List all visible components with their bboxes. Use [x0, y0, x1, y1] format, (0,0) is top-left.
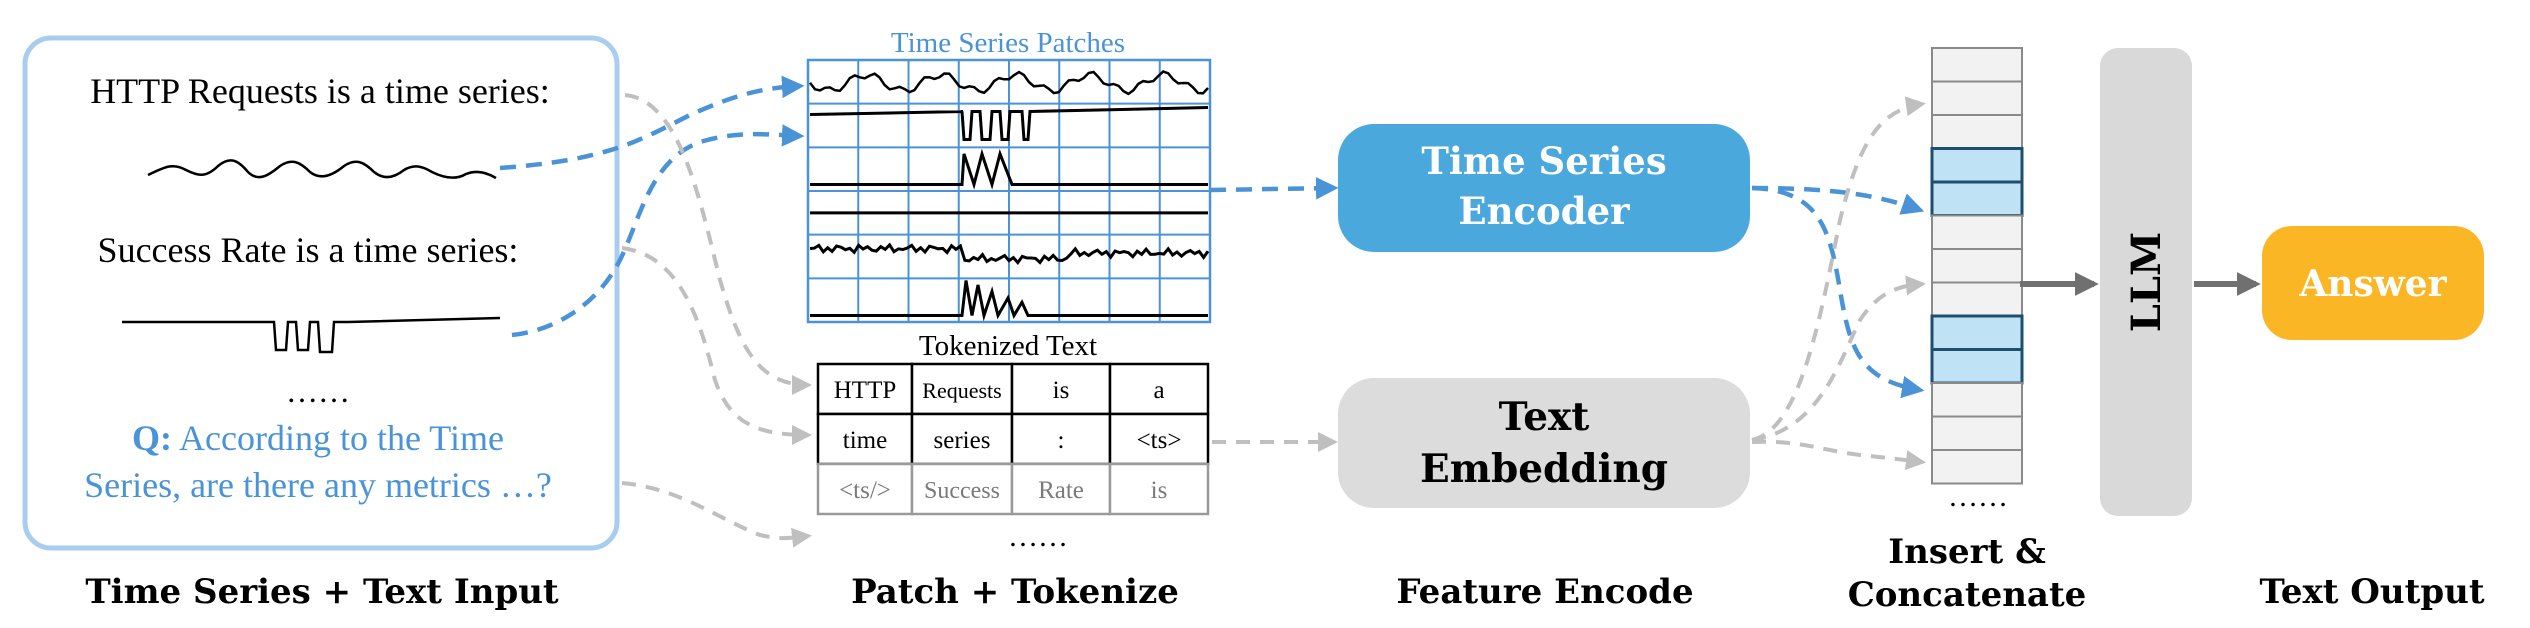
llm-label: LLM	[2123, 232, 2170, 333]
patch-trace-row-3	[810, 148, 1208, 190]
arrow-encoder-to-stack-1	[1751, 185, 1925, 215]
patch-grid	[806, 58, 1212, 324]
patch-trace-row-1	[809, 70, 1209, 96]
arrow-embedding-to-stack-2	[1751, 275, 1926, 442]
token-grid: HTTP Requests is a time series: <ts> <ts/> Succe…	[816, 362, 1210, 516]
patch-trace-row-6	[810, 280, 1208, 322]
token-text: Success	[924, 478, 1000, 504]
stack-cell-text	[1931, 281, 2023, 317]
token-text: <ts/>	[839, 477, 891, 504]
tokens-ellipsis: ……	[1008, 520, 1068, 553]
stage-label-concat-1: Insert &	[1888, 532, 2046, 572]
token-text: is	[1151, 477, 1168, 504]
stage-label-encode: Feature Encode	[1396, 572, 1693, 612]
embedding-stack	[1930, 47, 2024, 485]
input-ellipsis: ……	[286, 373, 350, 409]
ts-encoder-line1: Time Series	[1421, 139, 1666, 183]
token-text: Rate	[1038, 477, 1084, 504]
ts-encoder-line2: Encoder	[1458, 189, 1630, 233]
token-cell	[1108, 462, 1210, 516]
text-embedding-box	[1338, 378, 1750, 508]
answer-label: Answer	[2298, 263, 2447, 305]
question-line-2: Series, are there any metrics …?	[84, 465, 552, 505]
stack-cell-timeseries	[1930, 348, 2024, 385]
arrow-patches-to-encoder	[1209, 177, 1339, 200]
stage-label-output: Text Output	[2259, 572, 2484, 612]
arrow-question-to-tokens	[621, 481, 812, 548]
token-cell	[910, 362, 1014, 416]
token-text: :	[1058, 427, 1065, 454]
token-text: a	[1153, 377, 1164, 404]
arrow-embedding-to-stack-3	[1751, 439, 1926, 471]
token-text: HTTP	[834, 377, 897, 404]
token-text: Requests	[922, 378, 1001, 403]
question-line-1: Q: According to the Time	[132, 418, 504, 458]
token-cell	[910, 462, 1014, 516]
stage-label-input: Time Series + Text Input	[85, 572, 559, 612]
patches-title: Time Series Patches	[891, 27, 1125, 59]
stack-cell-timeseries	[1930, 314, 2024, 351]
stack-cell-text	[1931, 214, 2023, 250]
success-series-line	[122, 316, 501, 354]
patch-trace-row-2	[809, 106, 1209, 141]
stage-label-concat-2: Concatenate	[1848, 575, 2087, 615]
answer-box	[2262, 226, 2484, 340]
stack-cell-timeseries	[1930, 180, 2024, 217]
token-cell	[816, 362, 914, 416]
stage-label-patch: Patch + Tokenize	[851, 572, 1179, 612]
http-series-line	[147, 159, 497, 180]
llm-box	[2100, 48, 2192, 516]
arrow-encoder-to-stack-2	[1751, 185, 1925, 399]
text-embedding-line1: Text	[1499, 394, 1590, 440]
token-cell	[1010, 362, 1112, 416]
token-cell	[1108, 412, 1210, 466]
arrow-success-text-to-tokens	[621, 246, 812, 445]
token-text: is	[1053, 377, 1070, 404]
patch-trace-row-5	[809, 242, 1210, 265]
arrow-http-to-patches	[499, 75, 805, 171]
stack-cell-text	[1931, 47, 2023, 83]
stack-cell-text	[1931, 415, 2023, 451]
token-cell	[910, 412, 1014, 466]
stack-cell-text	[1931, 382, 2023, 418]
text-embedding-line2: Embedding	[1420, 446, 1668, 492]
http-label: HTTP Requests is a time series:	[90, 71, 550, 111]
stack-ellipsis: ……	[1948, 480, 2008, 513]
arrow-http-text-to-tokens	[624, 93, 812, 395]
token-cell	[816, 412, 914, 466]
token-text: <ts>	[1137, 427, 1182, 454]
success-label: Success Rate is a time series:	[98, 230, 519, 270]
stack-cell-text	[1931, 248, 2023, 284]
arrow-embedding-to-stack-1	[1751, 96, 1926, 442]
ts-encoder-box	[1338, 124, 1750, 252]
token-cell	[1010, 462, 1112, 516]
stack-cell-text	[1931, 449, 2023, 485]
token-text: time	[843, 427, 887, 454]
stack-cell-text	[1931, 80, 2023, 116]
stack-cell-timeseries	[1930, 147, 2024, 184]
tokenized-title: Tokenized Text	[919, 330, 1097, 362]
token-text: series	[934, 427, 991, 454]
stack-cell-text	[1931, 114, 2023, 150]
